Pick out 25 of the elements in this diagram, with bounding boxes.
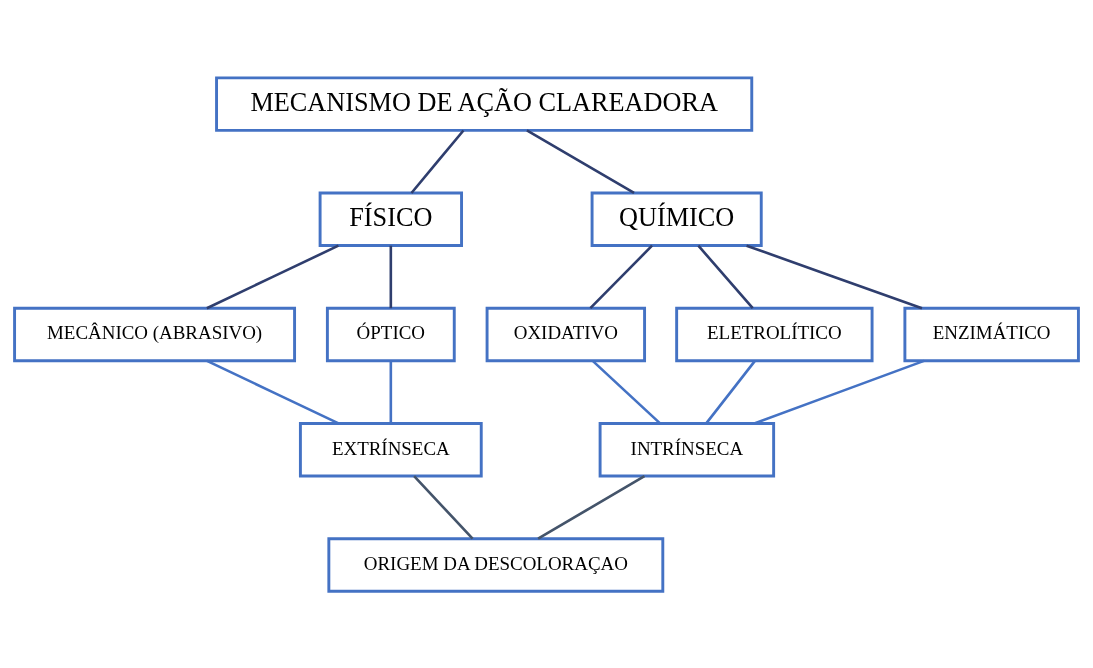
connector	[591, 359, 661, 424]
node-box: MECÂNICO (ABRASIVO)	[13, 306, 297, 362]
connector	[537, 474, 646, 540]
node-box: INTRÍNSECA	[598, 421, 776, 477]
connector	[746, 243, 923, 309]
connector	[753, 359, 925, 425]
connector	[389, 245, 393, 308]
node-box: ORIGEM DA DESCOLORAÇAO	[327, 536, 665, 593]
connector	[410, 129, 465, 194]
node-box: QUÍMICO	[590, 191, 763, 247]
node-box: ELETROLÍTICO	[675, 306, 874, 362]
node-box: MECANISMO DE AÇÃO CLAREADORA	[215, 75, 754, 132]
connector	[705, 359, 756, 424]
node-box: ENZIMÁTICO	[903, 306, 1080, 362]
connector	[206, 359, 340, 425]
connector	[206, 244, 339, 309]
connector	[413, 474, 474, 539]
connector	[697, 244, 754, 309]
connector	[589, 244, 653, 309]
connector	[526, 128, 635, 194]
node-box: EXTRÍNSECA	[298, 421, 483, 477]
connector	[389, 360, 393, 423]
node-box: ÓPTICO	[325, 306, 456, 362]
node-box: FÍSICO	[318, 191, 463, 247]
node-box: OXIDATIVO	[485, 306, 647, 362]
